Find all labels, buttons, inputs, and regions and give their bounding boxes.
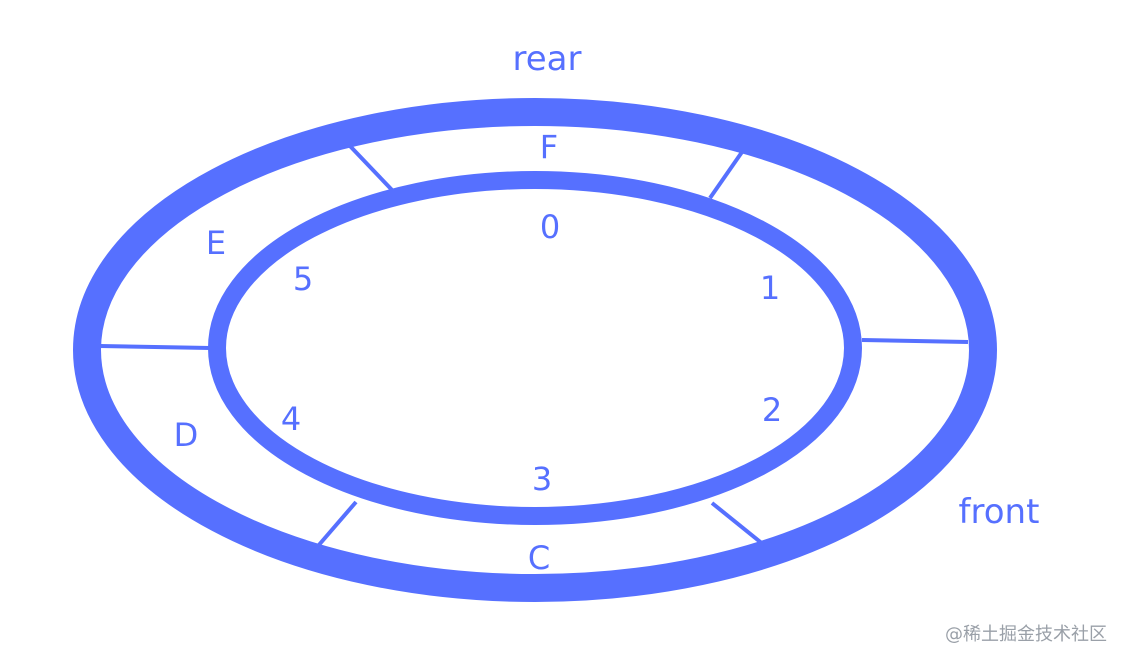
divider-top-left (348, 144, 394, 192)
index-label-3: 3 (532, 460, 552, 498)
index-label-4: 4 (281, 400, 301, 438)
slot-label-upper-left: E (206, 224, 226, 262)
slot-label-top: F (540, 128, 558, 166)
divider-top-right (708, 150, 744, 200)
inner-ring (208, 171, 862, 525)
watermark: @稀土掘金技术社区 (945, 624, 1107, 645)
index-label-5: 5 (293, 260, 313, 298)
slot-label-bottom: C (528, 539, 550, 577)
front-label: front (959, 492, 1040, 532)
index-label-0: 0 (540, 208, 560, 246)
divider-left (99, 344, 211, 350)
outer-ring (73, 98, 997, 602)
divider-right (861, 338, 969, 344)
rear-label: rear (513, 39, 582, 79)
divider-bottom-right (710, 501, 766, 547)
index-label-2: 2 (762, 391, 782, 429)
slot-label-lower-left: D (174, 416, 199, 454)
divider-bottom-left (316, 500, 358, 548)
index-label-1: 1 (760, 269, 780, 307)
